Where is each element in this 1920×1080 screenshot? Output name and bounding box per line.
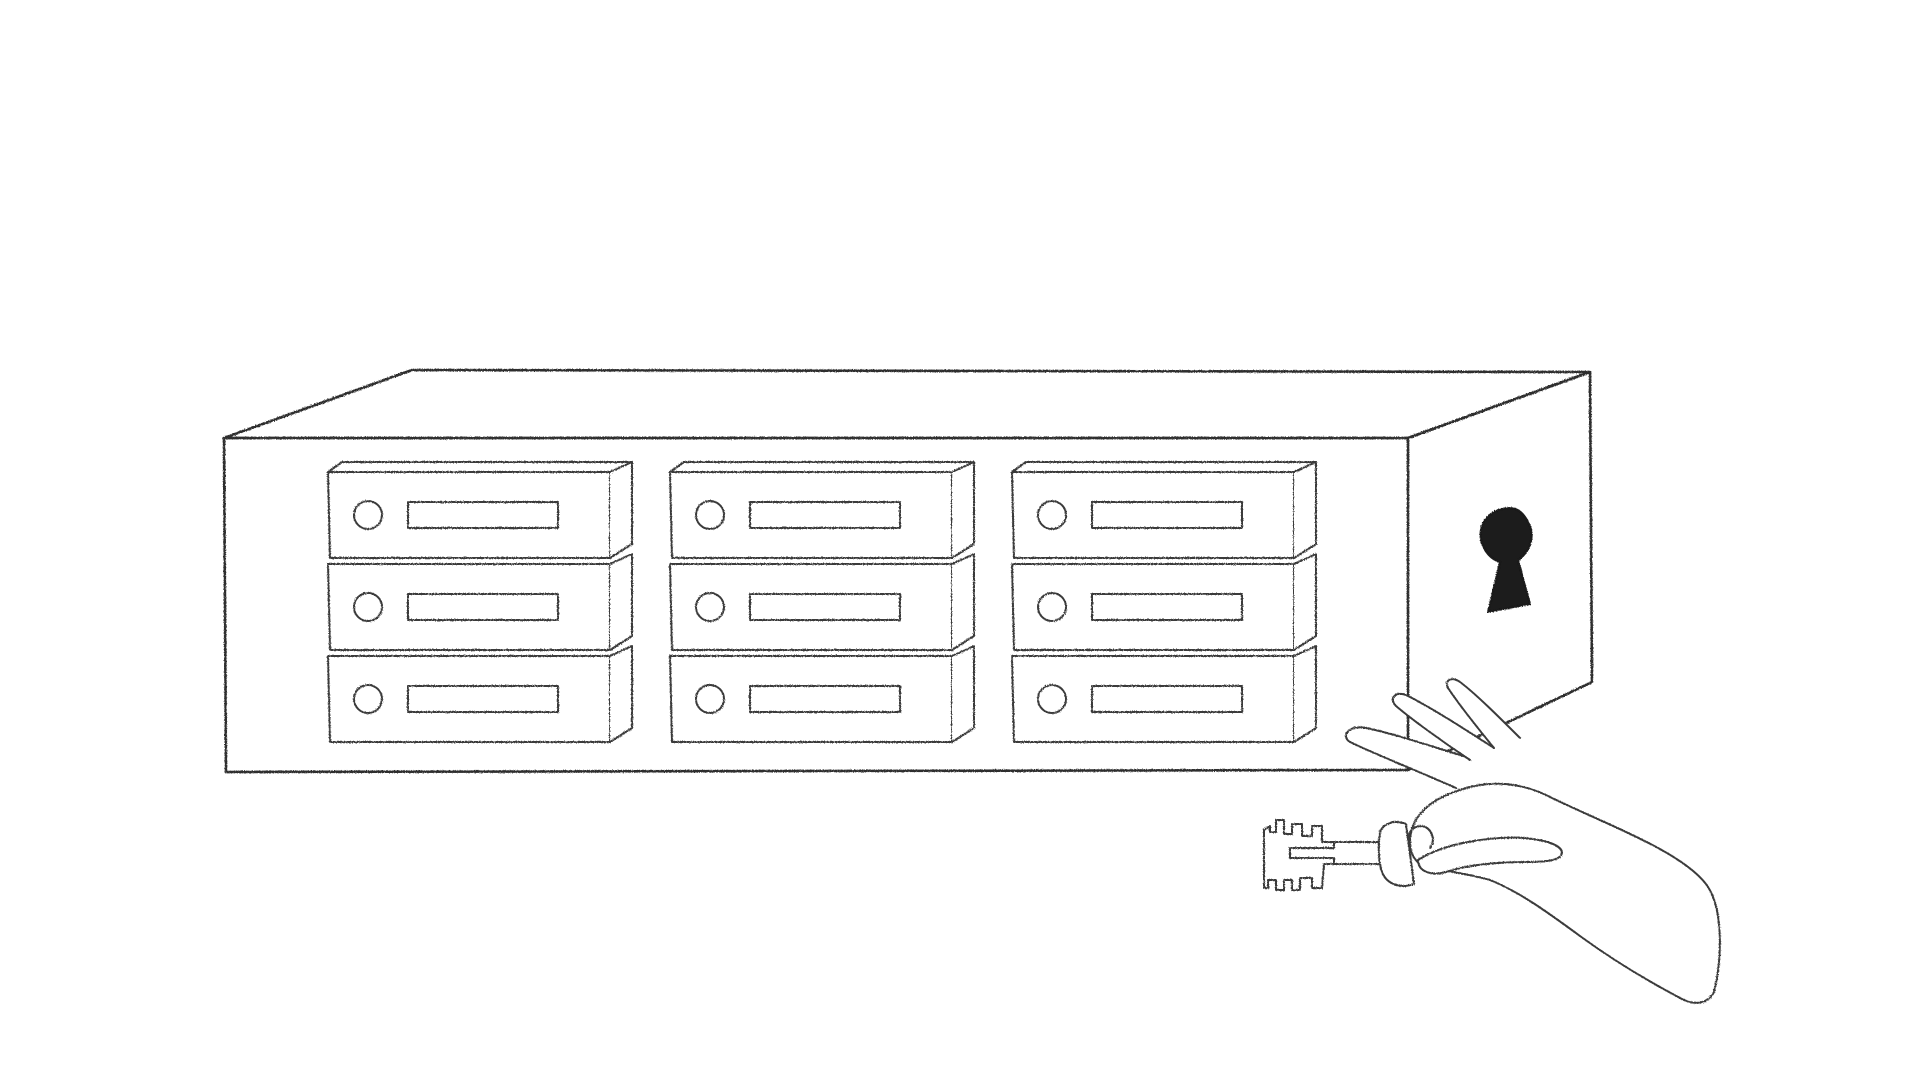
keyhole-icon bbox=[1479, 506, 1533, 614]
drive-bay bbox=[1011, 645, 1317, 743]
drive-led-icon bbox=[695, 684, 725, 714]
drive-front bbox=[327, 471, 611, 559]
drive-led-icon bbox=[353, 592, 383, 622]
drive-label-slot bbox=[1091, 685, 1243, 713]
server-cabinet bbox=[222, 368, 1594, 774]
drive-label-slot bbox=[749, 501, 901, 529]
drive-led-icon bbox=[1037, 592, 1067, 622]
drive-bay bbox=[327, 645, 633, 743]
drive-front bbox=[669, 471, 953, 559]
drive-led-icon bbox=[1037, 500, 1067, 530]
drive-side bbox=[1293, 645, 1317, 743]
drive-bays bbox=[327, 461, 1317, 743]
drive-bay bbox=[327, 553, 633, 651]
drive-front bbox=[669, 655, 953, 743]
drive-led-icon bbox=[695, 500, 725, 530]
drive-label-slot bbox=[749, 685, 901, 713]
drive-label-slot bbox=[1091, 501, 1243, 529]
drive-side bbox=[951, 461, 975, 559]
drive-top bbox=[669, 461, 975, 473]
drive-side bbox=[1293, 461, 1317, 559]
drive-front bbox=[1011, 471, 1295, 559]
drive-bay bbox=[669, 553, 975, 651]
drive-bay bbox=[669, 645, 975, 743]
drive-side bbox=[609, 645, 633, 743]
drive-side bbox=[951, 553, 975, 651]
drive-label-slot bbox=[749, 593, 901, 621]
hand-thumbnail bbox=[1407, 825, 1434, 849]
hand-middle-finger bbox=[1391, 692, 1495, 761]
drive-led-icon bbox=[695, 592, 725, 622]
drive-top bbox=[1011, 461, 1317, 473]
drive-front bbox=[1011, 563, 1295, 651]
hand-palm bbox=[1409, 782, 1721, 1004]
drive-front bbox=[327, 563, 611, 651]
drive-led-icon bbox=[1037, 684, 1067, 714]
drive-bay bbox=[327, 461, 633, 559]
key-icon bbox=[1263, 819, 1415, 891]
drive-label-slot bbox=[1091, 593, 1243, 621]
drive-side bbox=[951, 645, 975, 743]
drive-front bbox=[1011, 655, 1295, 743]
key-bit bbox=[1263, 819, 1335, 891]
drive-bay bbox=[1011, 553, 1317, 651]
hand-ring-finger bbox=[1446, 678, 1521, 749]
drive-led-icon bbox=[353, 684, 383, 714]
drive-bay bbox=[1011, 461, 1317, 559]
hand-index-finger bbox=[1345, 726, 1471, 789]
key-bow bbox=[1377, 821, 1415, 887]
hand bbox=[1345, 678, 1721, 1004]
hand-thumb bbox=[1417, 836, 1563, 875]
drive-front bbox=[669, 563, 953, 651]
drive-side bbox=[609, 553, 633, 651]
drive-bay bbox=[669, 461, 975, 559]
key-shaft bbox=[1333, 841, 1381, 865]
cabinet-top-face bbox=[222, 368, 1592, 440]
drive-label-slot bbox=[407, 685, 559, 713]
drive-label-slot bbox=[407, 593, 559, 621]
drive-side bbox=[1293, 553, 1317, 651]
drive-led-icon bbox=[353, 500, 383, 530]
drive-top bbox=[327, 461, 633, 473]
drive-front bbox=[327, 655, 611, 743]
drive-side bbox=[609, 461, 633, 559]
drive-label-slot bbox=[407, 501, 559, 529]
